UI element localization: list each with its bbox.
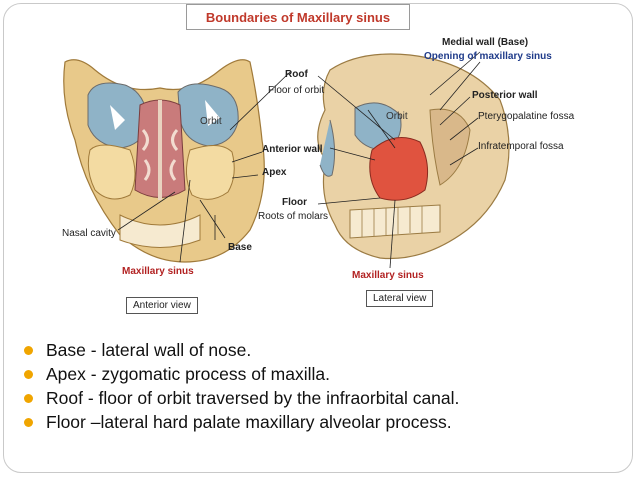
slide-title: Boundaries of Maxillary sinus bbox=[186, 4, 410, 30]
label-floor-of-orbit: Floor of orbit bbox=[268, 85, 325, 96]
bullet-item: Roof - floor of orbit traversed by the i… bbox=[22, 386, 459, 410]
bullet-text: Base - lateral wall of nose. bbox=[46, 340, 252, 360]
bullet-item: Base - lateral wall of nose. bbox=[22, 338, 459, 362]
label-anterior-wall: Anterior wall bbox=[262, 144, 323, 155]
anatomy-figure bbox=[63, 51, 510, 269]
bullet-dot-icon bbox=[24, 346, 33, 355]
label-roots-of-molars: Roots of molars bbox=[258, 211, 329, 222]
anterior-skull-illustration bbox=[63, 59, 265, 263]
label-orbit-lateral: Orbit bbox=[386, 111, 408, 122]
bullet-dot-icon bbox=[24, 370, 33, 379]
anterior-pointer-lines bbox=[117, 71, 291, 263]
bullet-text: Floor –lateral hard palate maxillary alv… bbox=[46, 412, 452, 432]
label-roof: Roof bbox=[285, 69, 308, 80]
label-apex: Apex bbox=[262, 167, 287, 178]
bullet-dot-icon bbox=[24, 394, 33, 403]
label-maxillary-sinus-lateral: Maxillary sinus bbox=[352, 270, 424, 281]
bullet-list: Base - lateral wall of nose. Apex - zygo… bbox=[22, 338, 459, 434]
label-opening-maxillary-sinus: Opening of maxillary sinus bbox=[424, 51, 552, 62]
anterior-view-label: Anterior view bbox=[126, 297, 198, 314]
label-floor: Floor bbox=[282, 197, 307, 208]
bullet-item: Apex - zygomatic process of maxilla. bbox=[22, 362, 459, 386]
label-nasal-cavity: Nasal cavity bbox=[62, 228, 116, 239]
label-pterygopalatine-fossa: Pterygopalatine fossa bbox=[478, 111, 575, 122]
bullet-item: Floor –lateral hard palate maxillary alv… bbox=[22, 410, 459, 434]
label-medial-wall: Medial wall (Base) bbox=[442, 37, 529, 48]
lateral-view-label: Lateral view bbox=[366, 290, 434, 307]
label-orbit-anterior: Orbit bbox=[200, 116, 222, 127]
label-posterior-wall: Posterior wall bbox=[472, 90, 538, 101]
bullet-dot-icon bbox=[24, 418, 33, 427]
lateral-pointer-lines bbox=[317, 51, 481, 269]
label-infratemporal-fossa: Infratemporal fossa bbox=[478, 141, 564, 152]
label-maxillary-sinus-anterior: Maxillary sinus bbox=[122, 266, 194, 277]
lateral-skull-illustration bbox=[317, 53, 510, 260]
bullet-text: Apex - zygomatic process of maxilla. bbox=[46, 364, 330, 384]
bullet-text: Roof - floor of orbit traversed by the i… bbox=[46, 388, 460, 408]
label-base: Base bbox=[228, 242, 252, 253]
